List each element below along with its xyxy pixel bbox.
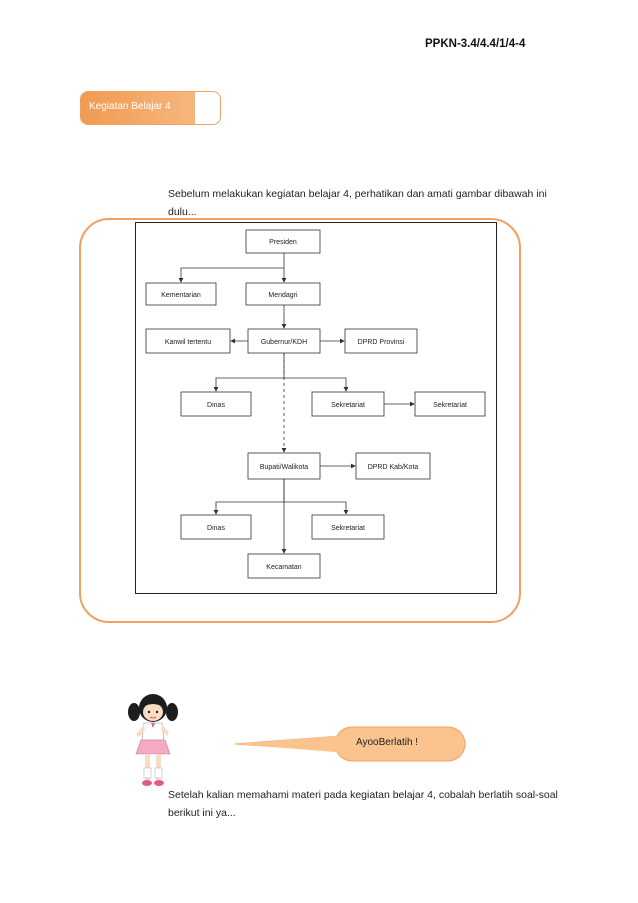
label-mendagri: Mendagri (268, 292, 298, 299)
edge-gubernur-sekretariat (284, 377, 349, 392)
label-gubernur: Gubernur/KDH (261, 339, 307, 346)
node-dinas-kab (180, 514, 252, 540)
edge-presiden-kementarian (178, 267, 284, 283)
node-kanwil (145, 328, 231, 354)
section-tag-fill (81, 92, 195, 124)
intro-text: Sebelum melakukan kegiatan belajar 4, pe… (168, 188, 547, 218)
node-bupati (247, 452, 321, 480)
node-presiden (245, 229, 321, 254)
org-chart: Presiden Kementarian Mendagri Kanwil ter… (135, 222, 497, 594)
node-dinas-provinsi (180, 391, 252, 417)
edge-bupati-dinas (213, 479, 285, 515)
org-chart-svg: Presiden Kementarian Mendagri Kanwil ter… (145, 229, 486, 579)
label-presiden: Presiden (269, 239, 297, 246)
label-dprd-provinsi: DPRD Provinsi (358, 339, 405, 346)
edge-gubernur-dinas (213, 353, 285, 392)
speech-bubble (235, 726, 466, 762)
label-dprd-kab: DPRD Kab/Kota (368, 464, 419, 471)
label-sekretariat-provinsi: Sekretariat (331, 402, 365, 409)
label-bupati: Bupati/Walikota (260, 464, 308, 471)
label-kanwil: Kanwil tertentu (165, 339, 211, 346)
edge-bupati-sekretariat (284, 501, 349, 515)
node-dprd-provinsi (344, 328, 418, 354)
label-kecamatan: Kecamatan (266, 564, 302, 571)
section-tag: Kegiatan Belajar 4 (80, 91, 221, 125)
node-sekretariat-provinsi (311, 391, 385, 417)
node-kementarian (145, 282, 217, 306)
girl-illustration (128, 694, 178, 786)
label-dinas-kab: Dinas (207, 525, 225, 532)
node-mendagri (245, 282, 321, 306)
section-tag-label: Kegiatan Belajar 4 (89, 101, 171, 112)
label-kementarian: Kementarian (161, 292, 201, 299)
node-sekretariat-right (414, 391, 486, 417)
label-dinas-provinsi: Dinas (207, 402, 225, 409)
outro-text: Setelah kalian memahami materi pada kegi… (168, 789, 558, 819)
label-sekretariat-kab: Sekretariat (331, 525, 365, 532)
node-kecamatan (247, 553, 321, 579)
speech-bubble-text: AyooBerlatih ! (356, 737, 419, 748)
node-gubernur (247, 328, 321, 354)
document-code: PPKN-3.4/4.4/1/4-4 (425, 38, 526, 50)
label-sekretariat-right: Sekretariat (433, 402, 467, 409)
node-dprd-kab (355, 452, 431, 480)
node-sekretariat-kab (311, 514, 385, 540)
